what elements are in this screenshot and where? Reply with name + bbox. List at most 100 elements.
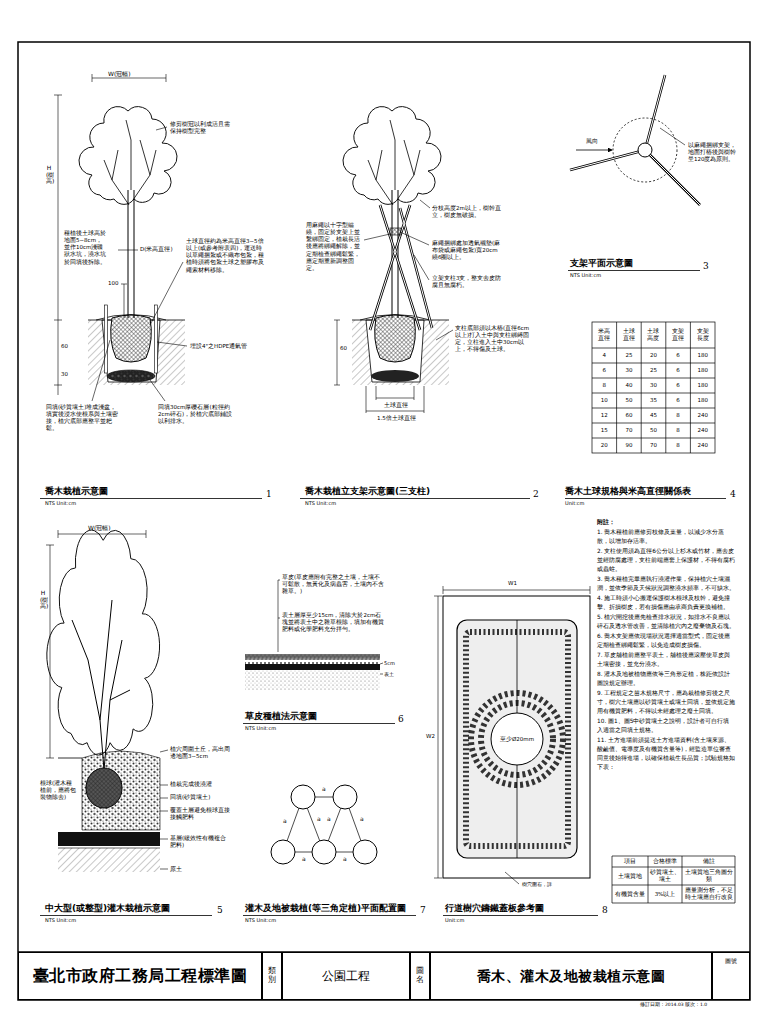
note-text: 9. 工程規定之苗木規格尺寸，應為栽植修剪後之尺寸，樹穴土壤應以砂質壤土或壤土回… bbox=[597, 689, 735, 716]
annotation-label: 至少Ø20mm bbox=[499, 736, 535, 743]
sheet-frame bbox=[18, 42, 750, 1000]
stake-plan-figure bbox=[570, 75, 700, 205]
triangular-spacing-figure bbox=[271, 785, 377, 864]
notes-table-grid bbox=[612, 856, 735, 857]
annotation-label: 100 bbox=[108, 280, 119, 287]
turf-planting-figure bbox=[245, 580, 383, 690]
annotation-label: 回填(砂質壤土) bbox=[170, 794, 210, 801]
annotation-label: W(冠幅) bbox=[88, 524, 111, 531]
note-text: 7. 草皮舖植前應整平表土，舖植後應滾壓使草皮與土壤密接，並充分澆水。 bbox=[597, 651, 735, 669]
turf-planting-figure bbox=[380, 663, 383, 674]
stake-plan-figure bbox=[660, 128, 685, 145]
table-cell: 6 bbox=[666, 367, 691, 374]
notes-table-cell: 土壤質地三角圖分類 bbox=[682, 869, 735, 883]
stake-plan-figure bbox=[570, 75, 700, 205]
tree-staking-figure bbox=[370, 205, 432, 330]
annotation-label: 60 bbox=[340, 345, 347, 352]
annotation-label: a bbox=[342, 855, 348, 862]
panel-number: 6 bbox=[398, 714, 404, 725]
triangular-spacing-figure bbox=[312, 840, 336, 864]
table-cell: 25 bbox=[617, 352, 642, 359]
title-block-cell: 喬木、灌木及地被栽植示意圖 bbox=[430, 952, 712, 1000]
annotation-label: H(樹高) bbox=[40, 590, 46, 610]
shrub-planting-figure bbox=[47, 530, 160, 755]
table-cell: 20 bbox=[641, 352, 666, 359]
table-cell: 20 bbox=[592, 442, 617, 449]
shrub-planting-figure bbox=[86, 768, 122, 808]
title-block-text: 圖號 bbox=[725, 957, 737, 964]
table-cell: 50 bbox=[641, 427, 666, 434]
title-underlines bbox=[40, 498, 262, 499]
tree-grate-figure bbox=[434, 586, 590, 884]
annotation-label: W(冠幅) bbox=[108, 70, 131, 77]
table-cell: 240 bbox=[690, 427, 715, 434]
table-cell: 6 bbox=[666, 352, 691, 359]
shrub-planting-figure bbox=[58, 530, 146, 538]
turf-planting-figure bbox=[278, 580, 280, 652]
panel-number: 2 bbox=[533, 489, 539, 500]
tree-planting-figure bbox=[92, 127, 187, 401]
table-cell: 12 bbox=[592, 412, 617, 419]
table-cell: 50 bbox=[617, 397, 642, 404]
annotation-label: W1 bbox=[508, 580, 517, 587]
annotation-label: 支柱底部須以木樁(直徑6cm以上)打入土中與支柱綁縛固定，立柱進入土中30cm以… bbox=[455, 325, 533, 354]
annotation-label: 1.5倍土球直徑 bbox=[377, 415, 416, 422]
table-cell: 8 bbox=[666, 427, 691, 434]
annotation-label: 用麻繩以十字型纏繞，固定於支架上並繫綁固定，植栽長活後應將綁繩解除，並定期檢查綁… bbox=[306, 222, 364, 272]
annotation-label: a bbox=[359, 815, 365, 822]
notes-table-cell: 應量測分析，不足時土壤應自行改良 bbox=[682, 887, 735, 901]
scale-note: Unit:cm bbox=[565, 500, 584, 506]
title-block-cell: 圖號 bbox=[712, 952, 750, 1000]
table-cell: 35 bbox=[641, 397, 666, 404]
annotation-label: D(米高直徑) bbox=[140, 246, 173, 253]
table-cell: 40 bbox=[617, 382, 642, 389]
tree-planting-figure bbox=[128, 190, 134, 318]
shrub-planting-figure bbox=[72, 600, 130, 770]
annotation-label: 修訂日期：2014.03 版次：1.0 bbox=[640, 1002, 707, 1007]
table-header-cell: 支架長度 bbox=[690, 328, 715, 342]
tree-planting-figure bbox=[105, 305, 108, 373]
annotation-label: 表土層厚至少15cm，清除大於2cm石塊並將表土中之雜草根除，填加有機質肥料或化… bbox=[282, 612, 386, 633]
scale-note: NTS Unit:cm bbox=[245, 725, 276, 731]
note-text: 1. 喬木種植前應修剪枝條及葉量，以減少水分蒸散，以增加存活率。 bbox=[597, 528, 735, 546]
panel-title: 喬木栽植示意圖 bbox=[45, 486, 108, 497]
table-cell: 180 bbox=[690, 352, 715, 359]
turf-planting-figure bbox=[245, 670, 380, 690]
annotation-label: 覆蓋土層避免根球直接接觸肥料 bbox=[170, 807, 232, 821]
annotation-label: a bbox=[321, 785, 327, 792]
notes-table-grid bbox=[612, 903, 735, 904]
annotation-label: a bbox=[301, 855, 307, 862]
note-text: 3. 喬木種植完畢應執行澆灌作業，保持植穴土壤濕潤，並依季節及天候狀況調整澆水頻… bbox=[597, 575, 735, 593]
note-text: 4. 施工時須小心搬運保護樹木根球及枝幹，避免撞擊、折損樹皮，若有損傷應由承商負… bbox=[597, 594, 735, 612]
shrub-planting-figure bbox=[46, 530, 168, 869]
tree-staking-figure bbox=[343, 107, 441, 205]
notes-block: 1. 喬木種植前應修剪枝條及葉量，以減少水分蒸散，以增加存活率。2. 支柱使用須… bbox=[597, 528, 735, 773]
panel-title: 喬木栽植立支架示意圖(三支柱) bbox=[305, 486, 430, 497]
tree-grate-figure bbox=[505, 872, 519, 884]
title-underlines bbox=[443, 915, 598, 916]
table-header-cell: 土球高度 bbox=[641, 328, 666, 342]
table-cell: 25 bbox=[641, 367, 666, 374]
table-header-cell: 米高直徑 bbox=[592, 328, 617, 342]
table-cell: 30 bbox=[617, 367, 642, 374]
annotation-label: 植穴周圍土丘，高出周邊地面3~5cm bbox=[170, 746, 232, 760]
panel-number: 5 bbox=[217, 905, 223, 916]
tree-staking-figure bbox=[390, 228, 401, 235]
tree-staking-figure bbox=[375, 315, 416, 362]
panel-title: 草皮種植法示意圖 bbox=[245, 711, 317, 722]
annotation-label: 回填(砂質壤土)堆成淺盆，填實後浸水使根系與土壤密接，植穴底部應整平並耙鬆。 bbox=[46, 404, 118, 433]
title-block-cell: 公園工程 bbox=[282, 952, 410, 1000]
table-cell: 70 bbox=[617, 427, 642, 434]
tree-grate-figure bbox=[481, 703, 553, 775]
notes-table-cell: 合格標準 bbox=[648, 858, 682, 865]
panel-title: 支架平面示意圖 bbox=[570, 258, 633, 269]
table-cell: 8 bbox=[666, 442, 691, 449]
annotation-label: 草皮(草皮應附有完整之土壤，土壤不可鬆散，無黃化及病蟲害，土壤內不含雜草。) bbox=[282, 574, 386, 595]
shrub-planting-figure bbox=[46, 545, 54, 758]
tree-planting-figure bbox=[79, 107, 177, 205]
notes-table-cell: 砂質壤土、壤土 bbox=[648, 869, 682, 883]
title-underlines bbox=[565, 498, 726, 499]
panel-number: 1 bbox=[266, 489, 272, 500]
panel-title: 喬木土球規格與米高直徑關係表 bbox=[565, 486, 691, 497]
note-text: 10. 圖1、圖5中砂質壤土之說明，設計者可自行填入適當之回填土規格。 bbox=[597, 717, 735, 735]
